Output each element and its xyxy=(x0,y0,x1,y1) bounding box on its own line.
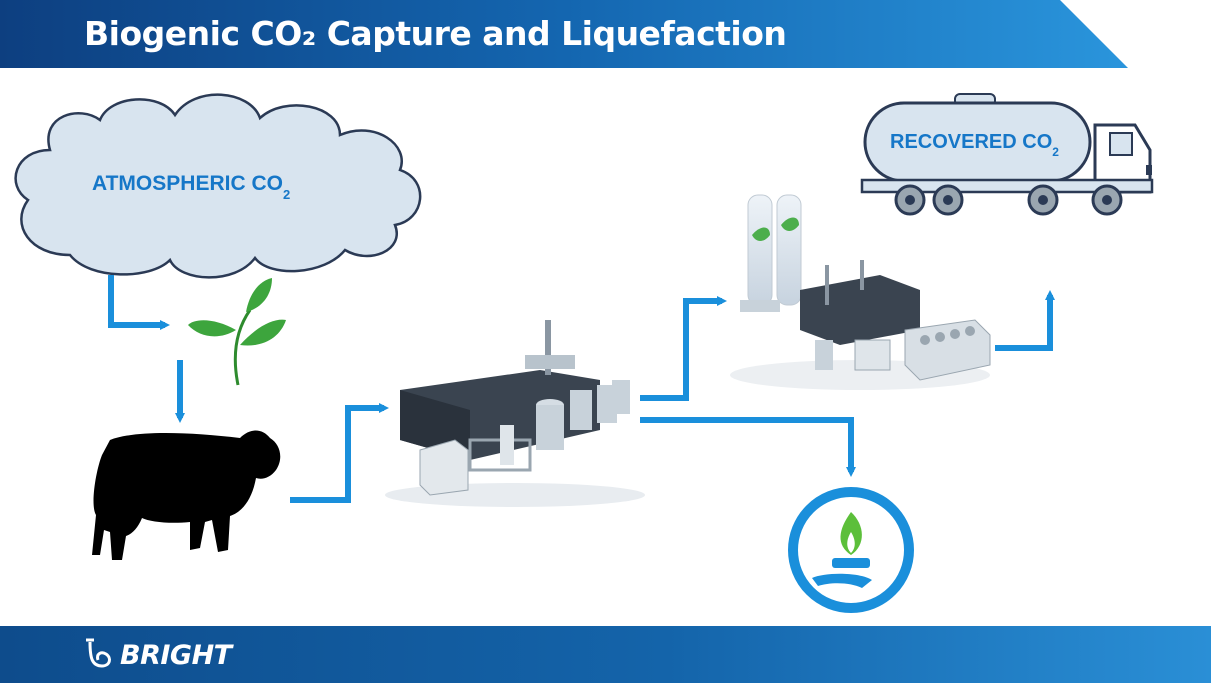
co2-tanker-truck: RECOVERED CO2 xyxy=(860,93,1154,216)
truck-label: RECOVERED CO2 xyxy=(890,131,1059,159)
atmospheric-cloud: ATMOSPHERIC CO2 xyxy=(14,93,422,279)
header-background xyxy=(0,0,1128,68)
cow-icon xyxy=(92,430,281,560)
bright-logo-icon xyxy=(86,638,111,668)
arrow-cow-to-capture xyxy=(290,403,389,503)
plant-icon xyxy=(188,278,286,386)
arrow-capture-to-biogas xyxy=(640,417,856,477)
liquefaction-plant xyxy=(730,194,991,390)
arrow-cloud-to-plant xyxy=(108,275,170,330)
arrow-capture-to-liquefaction xyxy=(640,296,727,401)
page-title: Biogenic CO₂ Capture and Liquefaction xyxy=(84,14,787,53)
process-diagram: ATMOSPHERIC CO2 xyxy=(14,93,1154,613)
cloud-label: ATMOSPHERIC CO2 xyxy=(92,172,290,202)
arrow-liquefaction-to-truck xyxy=(995,290,1055,351)
co2-capture-skid xyxy=(385,320,645,507)
brand-logo: BRIGHT xyxy=(84,638,232,672)
flow-arrows xyxy=(108,275,1055,503)
biogas-flame-icon xyxy=(788,487,914,613)
brand-name: BRIGHT xyxy=(120,639,232,671)
footer-bar: BRIGHT xyxy=(0,626,1211,683)
header-banner: Biogenic CO₂ Capture and Liquefaction xyxy=(0,0,1211,68)
